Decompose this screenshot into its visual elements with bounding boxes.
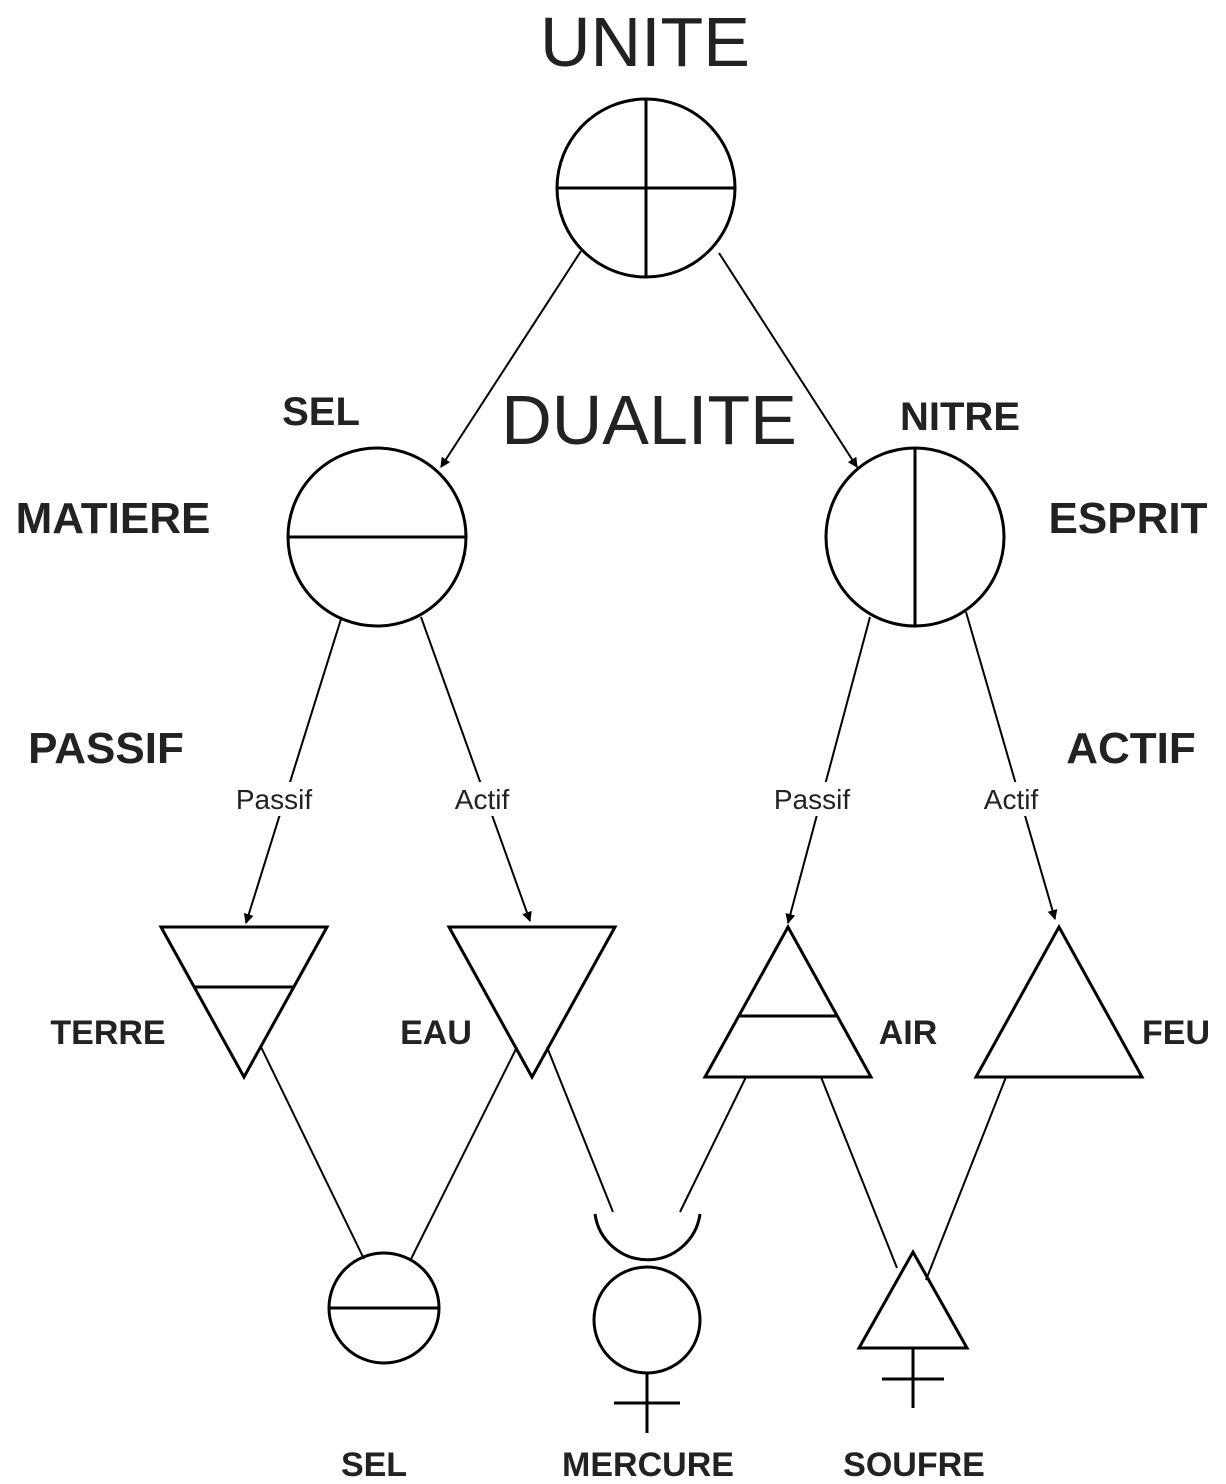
label-air: AIR bbox=[879, 1014, 938, 1052]
line-eau-to-mercure bbox=[546, 1046, 614, 1213]
label-passif: PASSIF bbox=[28, 724, 184, 773]
nitre-esprit-symbol bbox=[824, 446, 1006, 628]
label-nitre: NITRE bbox=[900, 395, 1020, 439]
sel-matiere-symbol bbox=[286, 446, 468, 628]
air-symbol bbox=[702, 923, 874, 1079]
edge-label-nitre-feu: Actif bbox=[984, 784, 1039, 815]
eau-symbol bbox=[446, 925, 618, 1081]
label-soufre: SOUFRE bbox=[843, 1446, 985, 1484]
unite-symbol bbox=[555, 97, 737, 279]
mercure-symbol bbox=[592, 1213, 702, 1433]
arrow-sel-to-eau bbox=[420, 616, 532, 922]
label-terre: TERRE bbox=[50, 1014, 165, 1052]
line-eau-to-sel bbox=[410, 1046, 518, 1260]
line-air-to-soufre bbox=[820, 1076, 898, 1269]
label-feu: FEU bbox=[1142, 1014, 1210, 1052]
edge-label-nitre-air: Passif bbox=[774, 784, 850, 815]
unite-heading: UNITE bbox=[540, 3, 750, 81]
arrow-unite-to-nitre bbox=[718, 252, 858, 468]
label-sel-top: SEL bbox=[282, 390, 360, 434]
label-matiere: MATIERE bbox=[16, 494, 211, 543]
arrow-nitre-to-air bbox=[785, 616, 871, 924]
dualite-heading: DUALITE bbox=[501, 381, 797, 459]
soufre-symbol bbox=[856, 1248, 970, 1408]
edge-label-sel-terre: Passif bbox=[236, 784, 312, 815]
arrow-nitre-to-feu bbox=[965, 611, 1058, 920]
edge-label-sel-eau: Actif bbox=[455, 784, 510, 815]
sel-principle-symbol bbox=[327, 1251, 441, 1365]
terre-symbol bbox=[158, 925, 330, 1081]
arrow-sel-to-terre bbox=[243, 618, 342, 924]
label-esprit: ESPRIT bbox=[1049, 494, 1208, 543]
label-sel-bottom: SEL bbox=[341, 1446, 407, 1484]
label-eau: EAU bbox=[400, 1014, 472, 1052]
feu-symbol bbox=[973, 923, 1145, 1079]
line-terre-to-sel bbox=[260, 1046, 365, 1260]
arrow-unite-to-sel bbox=[440, 250, 582, 468]
line-feu-to-soufre bbox=[925, 1076, 1007, 1281]
label-mercure: MERCURE bbox=[562, 1446, 734, 1484]
label-actif: ACTIF bbox=[1066, 724, 1196, 773]
line-air-to-mercure bbox=[679, 1076, 747, 1213]
